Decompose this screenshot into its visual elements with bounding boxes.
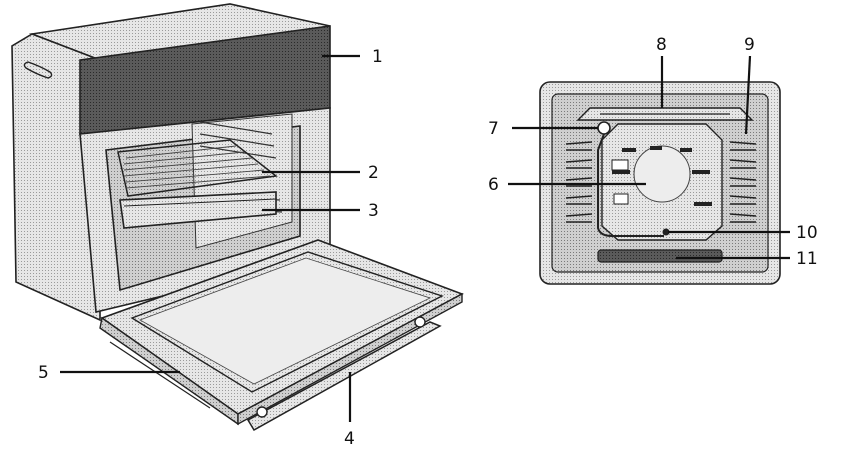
- oven-lamp: [597, 121, 611, 135]
- callout-1: 1: [372, 47, 383, 67]
- door-handle: [246, 316, 442, 432]
- callout-9: 9: [744, 35, 755, 55]
- oven-interior-view: [539, 81, 781, 285]
- callout-11: 11: [796, 249, 818, 269]
- callout-4: 4: [344, 429, 355, 449]
- callout-numbers: 1 2 3 4 5 6 7 8 9 10 11: [38, 35, 818, 449]
- temperature-sensor: [662, 228, 670, 236]
- callout-7: 7: [488, 119, 499, 139]
- oven-side-panel: [11, 33, 101, 322]
- right-shelf-runners: [729, 141, 757, 223]
- side-handle-slot: [23, 61, 53, 79]
- leader-lines: [60, 54, 790, 422]
- oven-perspective-view: [11, 3, 464, 432]
- convection-fan: [633, 145, 691, 203]
- callout-5: 5: [38, 363, 49, 383]
- callout-2: 2: [368, 163, 379, 183]
- left-shelf-runners: [565, 141, 593, 223]
- callout-6: 6: [488, 175, 499, 195]
- wire-shelf: [117, 139, 278, 197]
- callout-8: 8: [656, 35, 667, 55]
- back-wall-vents: [611, 146, 712, 206]
- leader-line-9: [744, 55, 752, 135]
- bottom-heating-element: [597, 249, 723, 263]
- circular-heating-element: [597, 133, 664, 237]
- door-seal: [109, 341, 211, 409]
- callout-3: 3: [368, 201, 379, 221]
- callout-10: 10: [796, 223, 818, 243]
